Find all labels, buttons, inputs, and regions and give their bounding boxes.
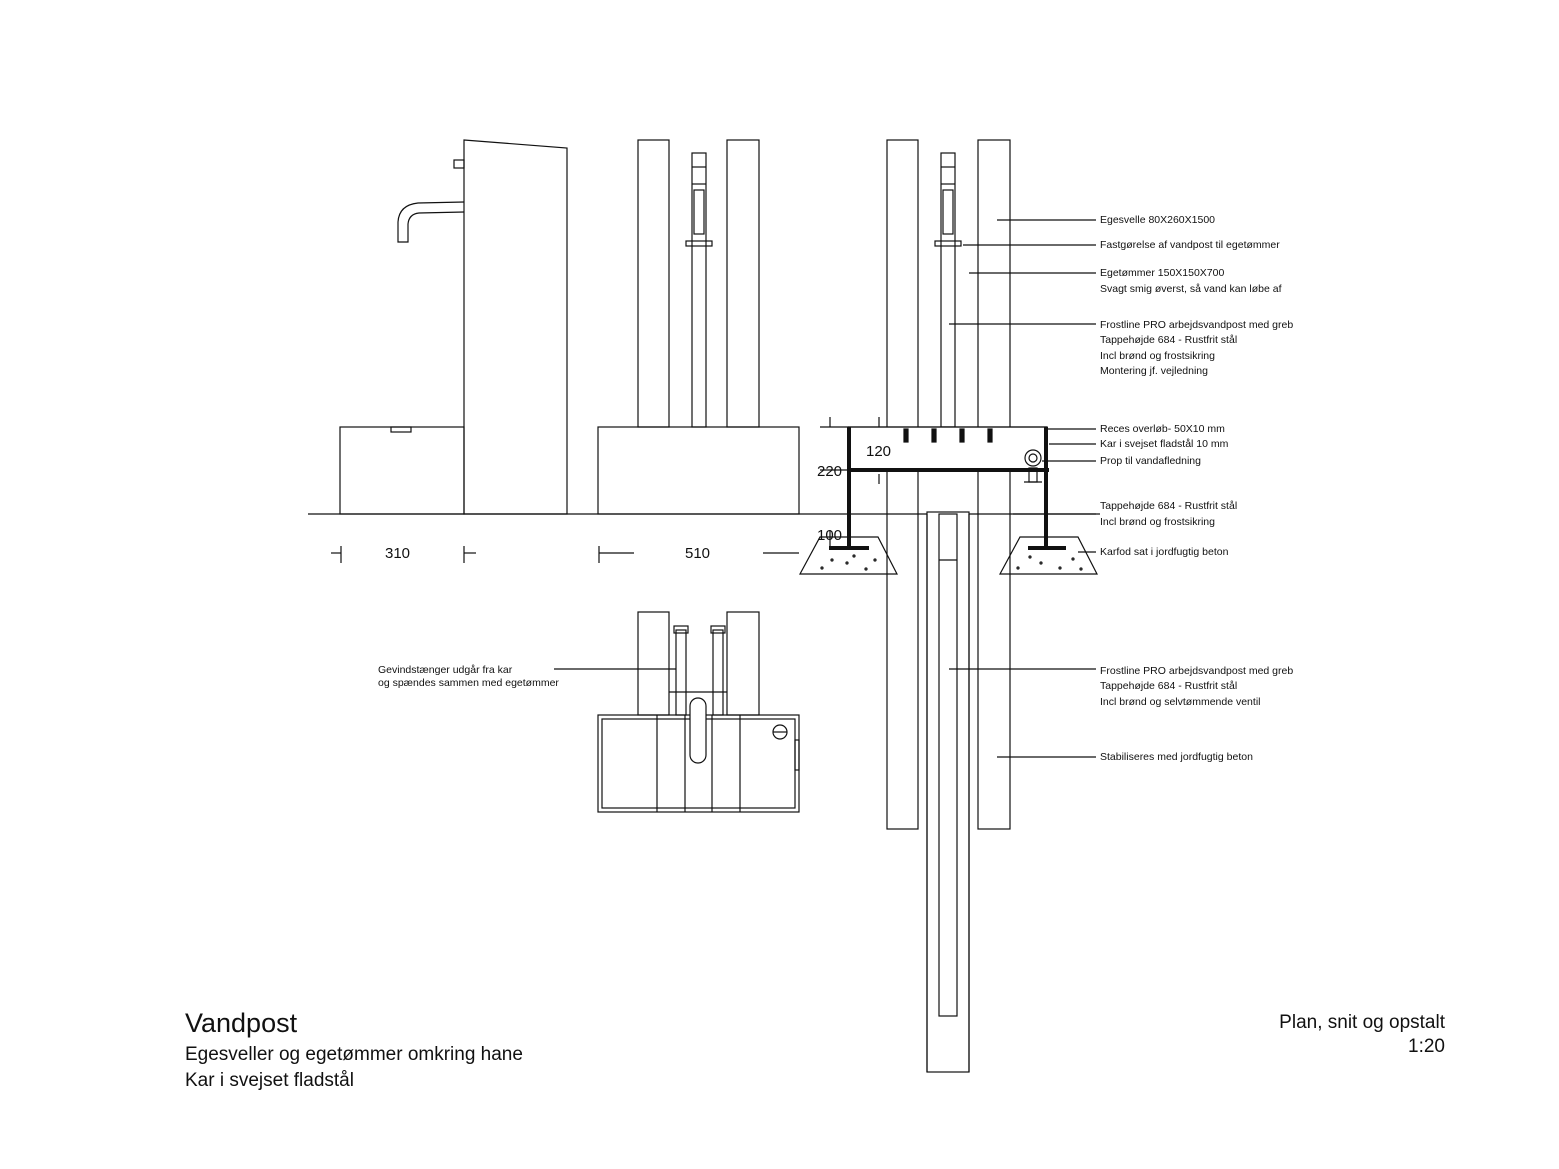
dim-120: 120 bbox=[866, 443, 891, 460]
title-block: Vandpost Egesveller og egetømmer omkring… bbox=[185, 1008, 1446, 1091]
faucet-spout bbox=[397, 201, 465, 243]
front-tap-handle bbox=[693, 189, 705, 235]
annotation-plan: Gevindstænger udgår fra kar bbox=[378, 664, 513, 676]
side-elevation bbox=[339, 139, 568, 515]
annotation: Prop til vandafledning bbox=[1100, 455, 1201, 467]
side-basin-drain bbox=[390, 426, 412, 433]
annotation: Egetømmer 150X150X700 bbox=[1100, 267, 1224, 279]
plan-board-right bbox=[726, 611, 760, 716]
plan-rod-right bbox=[712, 629, 724, 716]
annotation: Egesvelle 80X260X1500 bbox=[1100, 214, 1215, 226]
annotation: Incl brønd og frostsikring bbox=[1100, 350, 1215, 362]
section-board-left bbox=[886, 139, 919, 830]
annotation: Frostline PRO arbejdsvandpost med greb bbox=[1100, 319, 1293, 331]
side-post-nub bbox=[453, 159, 465, 169]
front-board-right bbox=[726, 139, 760, 428]
annotation: Tappehøjde 684 - Rustfrit stål bbox=[1100, 500, 1237, 512]
section-view: 120 220 100 bbox=[798, 139, 1098, 1073]
annotation: Incl brønd og frostsikring bbox=[1100, 516, 1215, 528]
drain-plug bbox=[1024, 449, 1042, 467]
drawing-subtitle-2: Kar i svejset fladstål bbox=[185, 1070, 354, 1091]
drawing-title: Vandpost bbox=[185, 1008, 298, 1038]
pipe-inner bbox=[938, 513, 958, 1017]
section-board-right bbox=[977, 139, 1011, 830]
concrete-footing-left bbox=[798, 536, 898, 575]
annotation: Montering jf. vejledning bbox=[1100, 365, 1208, 377]
annotation: Reces overløb- 50X10 mm bbox=[1100, 423, 1225, 435]
annotation: Karfod sat i jordfugtig beton bbox=[1100, 546, 1229, 558]
annotation-plan: og spændes sammen med egetømmer bbox=[378, 677, 559, 689]
annotation: Kar i svejset fladstål 10 mm bbox=[1100, 438, 1229, 450]
dim-510: 510 bbox=[685, 545, 710, 562]
annotation: Tappehøjde 684 - Rustfrit stål bbox=[1100, 680, 1237, 692]
side-basin bbox=[339, 426, 465, 515]
front-elevation bbox=[597, 139, 800, 515]
plan-rod-left bbox=[675, 629, 687, 716]
section-tap-handle bbox=[942, 189, 954, 235]
annotations: Egesvelle 80X260X1500 Fastgørelse af van… bbox=[378, 214, 1293, 763]
front-board-left bbox=[637, 139, 670, 428]
dim-220: 220 bbox=[817, 463, 842, 480]
plan-tap bbox=[689, 697, 707, 764]
concrete-footing-right bbox=[998, 536, 1098, 575]
front-tap-bracket bbox=[685, 240, 713, 247]
annotation: Stabiliseres med jordfugtig beton bbox=[1100, 751, 1253, 763]
annotation: Tappehøjde 684 - Rustfrit stål bbox=[1100, 334, 1237, 346]
dim-310: 310 bbox=[385, 545, 410, 562]
annotation: Svagt smig øverst, så vand kan løbe af bbox=[1100, 283, 1282, 295]
section-tap-bracket bbox=[934, 240, 962, 247]
annotation: Frostline PRO arbejdsvandpost med greb bbox=[1100, 665, 1293, 677]
pipe-outer bbox=[926, 511, 970, 1073]
view-label: Plan, snit og opstalt bbox=[1279, 1012, 1446, 1033]
dim-100: 100 bbox=[817, 527, 842, 544]
side-post bbox=[463, 139, 568, 515]
front-basin bbox=[597, 426, 800, 515]
front-tap-post bbox=[691, 152, 707, 428]
annotation: Incl brønd og selvtømmende ventil bbox=[1100, 696, 1260, 708]
plan-view bbox=[597, 611, 800, 813]
annotation: Fastgørelse af vandpost til egetømmer bbox=[1100, 239, 1280, 251]
drawing-scale: 1:20 bbox=[1408, 1036, 1445, 1057]
plan-board-left bbox=[637, 611, 670, 716]
drawing-subtitle-1: Egesveller og egetømmer omkring hane bbox=[185, 1044, 523, 1065]
dimension-markers: 310 510 bbox=[331, 545, 799, 563]
leader-lines bbox=[554, 219, 1096, 758]
